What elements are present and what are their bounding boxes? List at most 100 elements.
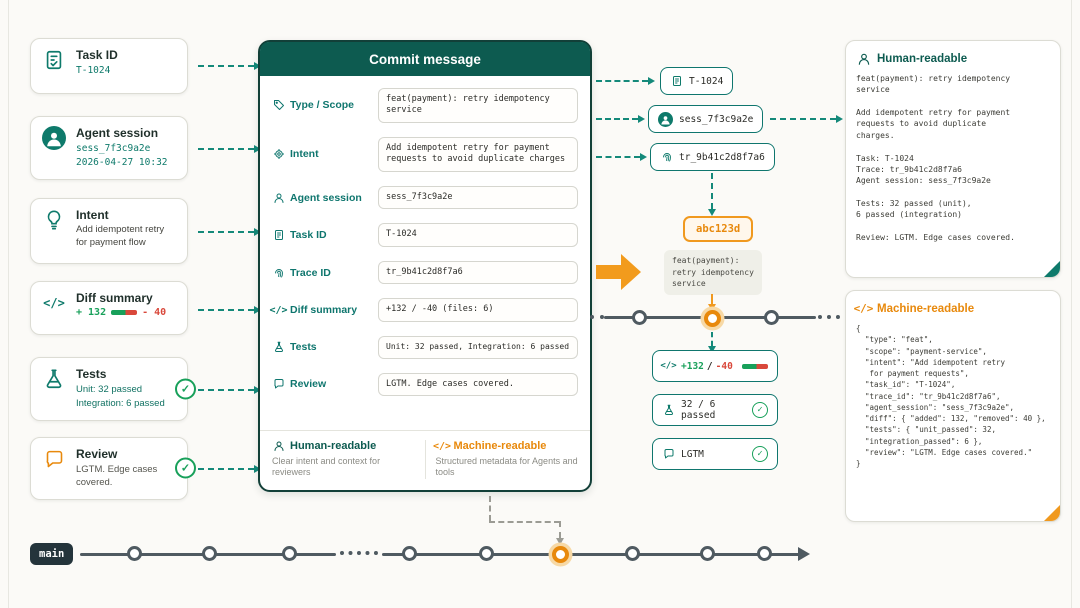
footer-human-desc: Clear intent and context for reviewers xyxy=(272,455,381,478)
diff-summary-values: + 132 - 40 xyxy=(76,307,166,318)
tests-card: Tests Unit: 32 passed Integration: 6 pas… xyxy=(30,357,196,421)
machine-readable-text: { "type": "feat", "scope": "payment-serv… xyxy=(856,324,1046,468)
row-label: Task ID xyxy=(290,229,327,242)
connector-tests-to-commit xyxy=(198,386,261,394)
intent-line-1: Add idempotent retry xyxy=(76,224,165,235)
right-edge-line xyxy=(1071,0,1072,608)
commit-row-task-id: Task ID T-1024 xyxy=(272,223,578,247)
connector-commit-to-trace-chip xyxy=(596,153,647,161)
agent-avatar-icon xyxy=(658,111,673,127)
row-label: Tests xyxy=(290,341,317,354)
mid-timeline-node xyxy=(632,310,647,325)
row-label: Trace ID xyxy=(290,266,331,279)
code-icon: </> xyxy=(660,361,677,371)
commit-row-agent-session: Agent session sess_7f3c9a2e xyxy=(272,185,578,210)
commit-row-diff-summary: </>Diff summary +132 / -40 (files: 6) xyxy=(269,298,578,322)
session-chip-label: sess_7f3c9a2e xyxy=(679,113,754,125)
row-label: Type / Scope xyxy=(290,99,354,112)
task-id-chip-label: T-1024 xyxy=(689,75,724,87)
code-icon: </> xyxy=(432,440,452,452)
agent-session-card: Agent session sess_7f3c9a2e 2026-04-27 1… xyxy=(30,116,188,180)
row-label: Review xyxy=(290,378,327,391)
connector-commit-to-branch-3 xyxy=(556,521,564,545)
diff-removed: - 40 xyxy=(142,307,167,318)
chat-bubble-icon xyxy=(272,378,285,391)
review-line-2: covered. xyxy=(76,477,113,489)
commit-hash-badge: abc123d xyxy=(683,216,754,242)
row-value: sess_7f3c9a2e xyxy=(378,185,578,210)
footer-human-readable: Human-readable Clear intent and context … xyxy=(272,440,415,479)
footer-machine-desc: Structured metadata for Agents and tools xyxy=(435,455,578,478)
connector-session-to-commit xyxy=(198,145,261,153)
commit-message-card: Commit message Type / Scope feat(payment… xyxy=(258,40,592,492)
card-title: Tests xyxy=(76,367,107,381)
review-line-1: LGTM. Edge cases xyxy=(76,464,158,475)
connector-review-to-commit xyxy=(198,465,261,473)
session-chip: sess_7f3c9a2e xyxy=(648,105,764,133)
fingerprint-icon xyxy=(272,266,285,279)
row-label: Agent session xyxy=(290,191,362,204)
commit-row-trace-id: Trace ID tr_9b41c2d8f7a6 xyxy=(272,260,578,285)
commit-row-review: Review LGTM. Edge cases covered. xyxy=(272,372,578,397)
diff-summary-card: </> Diff summary + 132 - 40 xyxy=(30,281,188,335)
diff-separator: / xyxy=(706,360,713,372)
commit-row-tests: Tests Unit: 32 passed, Integration: 6 pa… xyxy=(272,335,578,359)
connector-commit-to-session-chip xyxy=(596,115,645,123)
branch-commit-node xyxy=(757,546,772,561)
person-icon xyxy=(272,440,285,453)
review-result-chip: LGTM ✓ xyxy=(652,438,778,470)
mid-timeline-dotted-left xyxy=(590,315,604,319)
footer-machine-title: Machine-readable xyxy=(453,440,547,453)
commit-footer: Human-readable Clear intent and context … xyxy=(260,429,590,490)
connector-chips-to-human-card xyxy=(770,115,843,123)
machine-readable-card: </> Machine-readable { "type": "feat", "… xyxy=(845,290,1061,522)
check-icon: ✓ xyxy=(752,446,768,462)
row-label: Intent xyxy=(290,148,319,161)
row-value: Unit: 32 passed, Integration: 6 passed xyxy=(378,335,578,359)
transform-arrow-icon xyxy=(596,250,642,299)
row-label: Diff summary xyxy=(290,304,358,317)
diff-added: + 132 xyxy=(76,307,107,318)
diff-bar xyxy=(111,310,138,315)
check-icon: ✓ xyxy=(175,378,196,400)
commit-hash-label: abc123d xyxy=(696,223,741,235)
row-value: T-1024 xyxy=(378,223,578,247)
commit-card-title: Commit message xyxy=(260,42,590,76)
row-value: +132 / -40 (files: 6) xyxy=(378,298,578,322)
code-icon: </> xyxy=(853,302,874,315)
trace-chip: tr_9b41c2d8f7a6 xyxy=(650,143,775,171)
branch-commit-node xyxy=(202,546,217,561)
session-timestamp: 2026-04-27 10:32 xyxy=(76,156,168,168)
human-readable-card: Human-readable feat(payment): retry idem… xyxy=(845,40,1061,278)
flask-icon xyxy=(272,341,285,354)
branch-commit-node xyxy=(700,546,715,561)
diff-result-chip: </> +132 / -40 xyxy=(652,350,778,382)
branch-highlighted-commit-node xyxy=(552,546,569,563)
branch-commit-node xyxy=(402,546,417,561)
person-icon xyxy=(272,191,285,204)
tests-unit-line: Unit: 32 passed xyxy=(76,384,143,395)
card-title: Intent xyxy=(76,208,109,222)
task-id-chip: T-1024 xyxy=(660,67,734,95)
connector-commit-to-branch-2 xyxy=(489,521,560,523)
card-title: Task ID xyxy=(76,48,118,62)
tests-result-label: 32 / 6 passed xyxy=(681,399,716,421)
branch-commit-node xyxy=(127,546,142,561)
tag-icon xyxy=(272,99,285,112)
mid-timeline-node xyxy=(764,310,779,325)
flask-icon xyxy=(41,367,67,391)
human-readable-title: Human-readable xyxy=(877,52,968,65)
commit-row-intent: Intent Add idempotent retry for payment … xyxy=(272,136,578,172)
connector-commit-to-task-chip xyxy=(596,77,655,85)
check-icon: ✓ xyxy=(175,457,196,479)
mid-timeline-dotted-right xyxy=(818,315,840,319)
footer-human-title: Human-readable xyxy=(290,440,377,453)
diff-added: +132 xyxy=(681,360,704,372)
review-card: Review LGTM. Edge cases covered. ✓ xyxy=(30,437,196,500)
connector-commit-to-branch-1 xyxy=(489,496,491,521)
row-value: tr_9b41c2d8f7a6 xyxy=(378,260,578,285)
intent-card: Intent Add idempotent retry for payment … xyxy=(30,198,188,264)
chat-bubble-icon xyxy=(41,447,67,471)
mid-timeline-commit-node xyxy=(704,310,721,327)
